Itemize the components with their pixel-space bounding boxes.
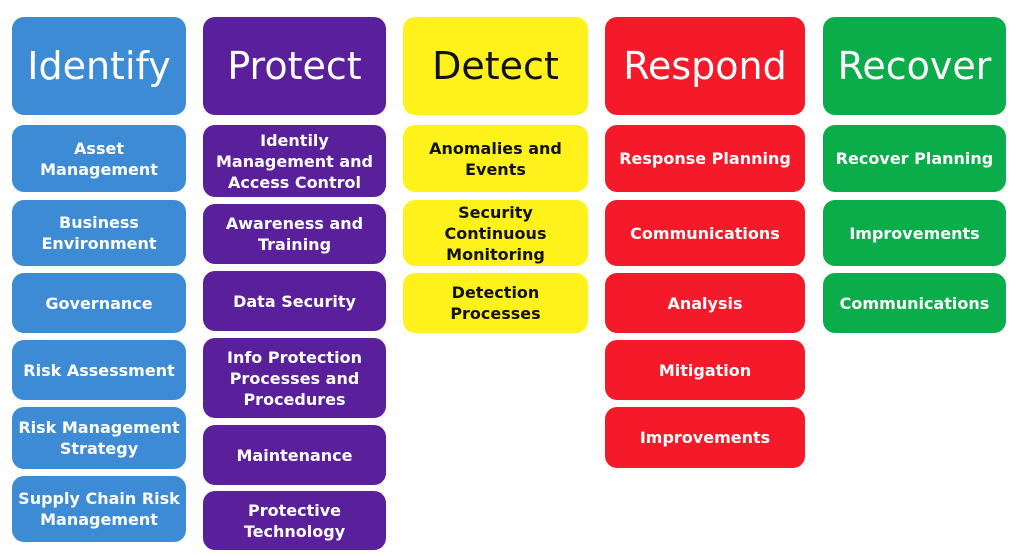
- identify-item-label: Risk Management Strategy: [18, 418, 180, 458]
- detect-item: Detection Processes: [403, 273, 588, 333]
- detect-item-label: Detection Processes: [450, 283, 541, 323]
- protect-item: Data Security: [203, 271, 386, 331]
- recover-item-label: Recover Planning: [835, 149, 994, 168]
- identify-item: Risk Assessment: [12, 340, 186, 400]
- recover-item: Communications: [823, 273, 1006, 333]
- protect-item: Awareness and Training: [203, 204, 386, 264]
- respond-item: Improvements: [605, 407, 805, 468]
- protect-item: Identily Management and Access Control: [203, 125, 386, 197]
- identify-item-label: Governance: [45, 293, 153, 313]
- protect-item-label: Maintenance: [236, 445, 353, 465]
- identify-item-label: Supply Chain Risk Management: [18, 489, 180, 529]
- respond-item-label: Response Planning: [619, 149, 791, 168]
- protect-item-label: Awareness and Training: [225, 214, 364, 254]
- detect-item: Security Continuous Monitoring: [403, 200, 588, 266]
- detect-item: Anomalies and Events: [403, 125, 588, 192]
- recover-item-label: Improvements: [849, 223, 980, 243]
- header-protect: Protect: [203, 17, 386, 115]
- respond-item-label: Improvements: [639, 428, 771, 447]
- identify-item: Governance: [12, 273, 186, 333]
- detect-item-label: Anomalies and Events: [429, 138, 562, 179]
- identify-item-label: Asset Management: [40, 138, 158, 179]
- recover-item-label: Communications: [839, 293, 990, 313]
- protect-item: Info Protection Processes and Procedures: [203, 338, 386, 418]
- identify-item: Risk Management Strategy: [12, 407, 186, 469]
- respond-item: Response Planning: [605, 125, 805, 192]
- respond-item-label: Communications: [630, 223, 780, 243]
- recover-item: Improvements: [823, 200, 1006, 266]
- respond-item: Mitigation: [605, 340, 805, 400]
- respond-item-label: Mitigation: [658, 360, 752, 380]
- identify-item-label: Risk Assessment: [23, 360, 175, 380]
- protect-item-label: Data Security: [233, 291, 356, 311]
- protect-item: Maintenance: [203, 425, 386, 485]
- protect-item-label: Info Protection Processes and Procedures: [227, 347, 362, 409]
- identify-item: Supply Chain Risk Management: [12, 476, 186, 542]
- header-identify: Identify: [12, 17, 186, 115]
- identify-item-label: Business Environment: [41, 213, 157, 253]
- header-recover: Recover: [823, 17, 1006, 115]
- respond-item-label: Analysis: [667, 293, 743, 313]
- recover-item: Recover Planning: [823, 125, 1006, 192]
- header-detect: Detect: [403, 17, 588, 115]
- protect-item-label: Protective Technology: [243, 500, 346, 541]
- respond-item: Communications: [605, 200, 805, 266]
- identify-item: Asset Management: [12, 125, 186, 192]
- respond-item: Analysis: [605, 273, 805, 333]
- protect-item: Protective Technology: [203, 491, 386, 550]
- header-respond: Respond: [605, 17, 805, 115]
- protect-item-label: Identily Management and Access Control: [216, 130, 373, 192]
- identify-item: Business Environment: [12, 200, 186, 266]
- detect-item-label: Security Continuous Monitoring: [444, 202, 547, 264]
